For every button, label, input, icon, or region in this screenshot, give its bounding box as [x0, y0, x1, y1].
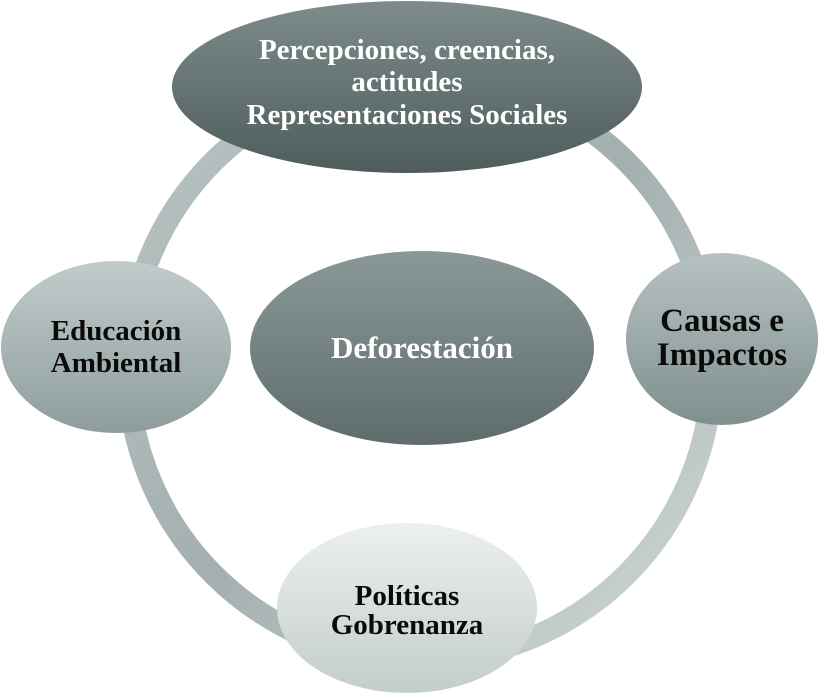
node-policies-line-1: Políticas: [355, 580, 460, 612]
node-perceptions-line-3: Representaciones Sociales: [247, 99, 568, 131]
node-education-shape: [1, 261, 231, 433]
node-perceptions-line-2: actitudes: [351, 66, 462, 98]
node-perceptions-line-1: Percepciones, creencias,: [259, 34, 555, 66]
center-node: Deforestación: [250, 251, 594, 445]
node-education-line-1: Educación: [51, 315, 182, 347]
node-causes-line-2: Impactos: [657, 337, 787, 373]
node-policies-line-2: Gobrenanza: [331, 609, 484, 641]
node-causes-line-1: Causas e: [660, 303, 784, 339]
node-causes: Causas e Impactos: [626, 253, 818, 425]
node-education: Educación Ambiental: [1, 261, 231, 433]
node-education-line-2: Ambiental: [51, 347, 182, 379]
node-perceptions-shape: [172, 1, 642, 173]
center-node-label: Deforestación: [331, 330, 513, 365]
node-policies: Políticas Gobrenanza: [277, 523, 537, 693]
center-node-shape: [250, 251, 594, 445]
node-causes-shape: [626, 253, 818, 425]
node-perceptions: Percepciones, creencias, actitudes Repre…: [172, 1, 642, 173]
node-policies-shape: [277, 523, 537, 693]
